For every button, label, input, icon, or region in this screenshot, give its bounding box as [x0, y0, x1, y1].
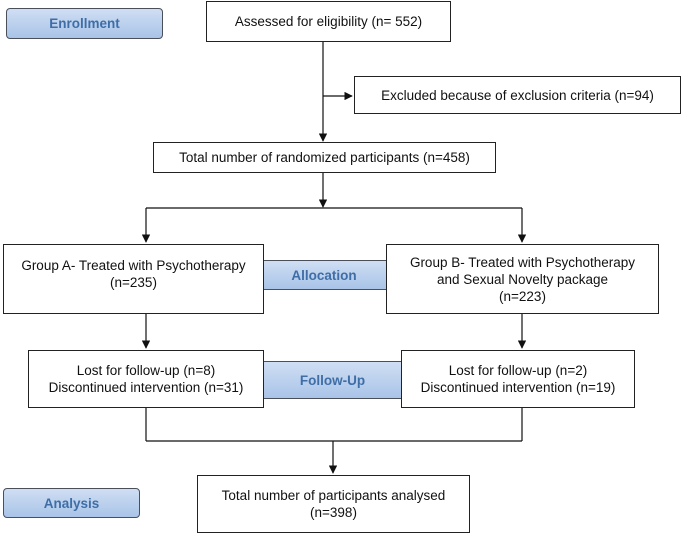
- stage-label-enrollment: Enrollment: [6, 8, 163, 39]
- box-text-line: Discontinued intervention (n=19): [420, 380, 616, 395]
- stage-label-analysis: Analysis: [3, 488, 140, 518]
- box-analysed: Total number of participants analysed (n…: [197, 475, 470, 533]
- box-text-line: Group B- Treated with Psychotherapy: [409, 254, 636, 270]
- box-text-line: Lost for follow-up (n=2): [448, 363, 588, 378]
- box-text-line: Total number of randomized participants …: [179, 150, 470, 165]
- box-text-line: Lost for follow-up (n=8): [76, 363, 216, 378]
- box-text-line: and Sexual Novelty package: [436, 271, 609, 287]
- box-text-line: Excluded because of exclusion criteria (…: [381, 87, 654, 103]
- box-text-line: Discontinued intervention (n=31): [48, 380, 244, 395]
- box-text-line: Total number of participants analysed: [221, 488, 446, 503]
- stage-label-allocation: Allocation: [257, 260, 391, 290]
- box-group-a: Group A- Treated with Psychotherapy (n=2…: [3, 244, 264, 314]
- stage-label-follow-up: Follow-Up: [257, 361, 408, 399]
- box-text-line: Group A- Treated with Psychotherapy: [21, 258, 246, 273]
- box-excluded: Excluded because of exclusion criteria (…: [354, 76, 681, 114]
- box-randomized: Total number of randomized participants …: [153, 142, 496, 173]
- box-group-b: Group B- Treated with Psychotherapy and …: [386, 244, 659, 314]
- box-followup-a: Lost for follow-up (n=8) Discontinued in…: [28, 350, 264, 408]
- box-assessed-for-eligibility: Assessed for eligibility (n= 552): [206, 1, 451, 42]
- box-text-line: (n=223): [499, 288, 546, 304]
- box-text-line: Assessed for eligibility (n= 552): [234, 14, 423, 29]
- box-followup-b: Lost for follow-up (n=2) Discontinued in…: [401, 350, 635, 408]
- box-text-line: (n=235): [110, 275, 157, 290]
- box-text-line: (n=398): [310, 505, 357, 520]
